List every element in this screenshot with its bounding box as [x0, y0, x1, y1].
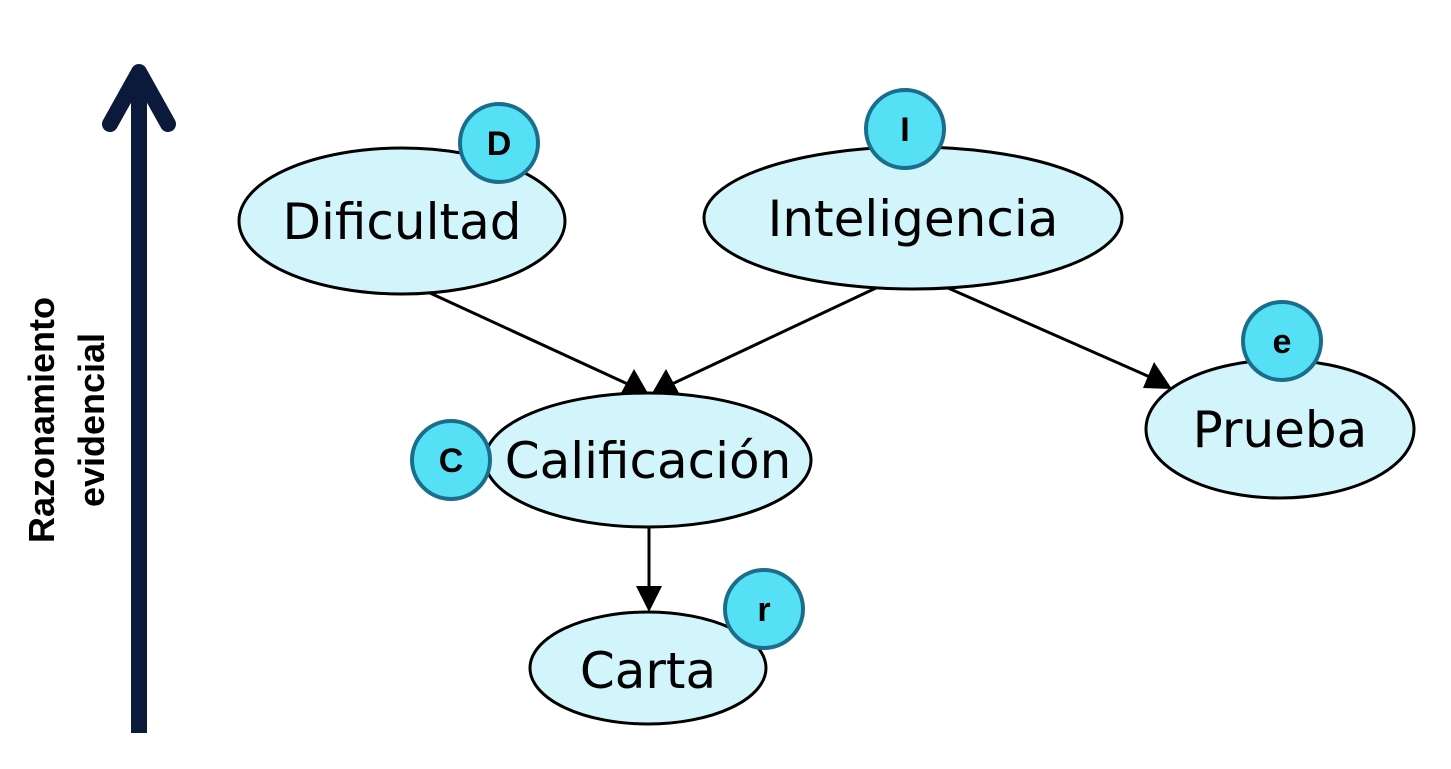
node-label: Dificultad [283, 193, 522, 251]
edge-dificultad-calificacion [429, 291, 646, 394]
node-inteligencia[interactable]: Inteligencia I [702, 88, 1124, 291]
arrowhead-calificacion-from-dificultad [621, 369, 649, 395]
badge-circle [458, 102, 540, 184]
node-carta[interactable]: Carta r [528, 568, 805, 726]
arrowhead-carta [636, 586, 662, 612]
node-label: Inteligencia [768, 190, 1059, 248]
edge-inteligencia-prueba [947, 286, 1169, 387]
axis-arrow-head [102, 64, 176, 132]
node-ellipse [237, 146, 567, 296]
arrowhead-calificacion-from-inteligencia [651, 369, 679, 395]
edge-inteligencia-calificacion [654, 286, 877, 394]
badge-circle [410, 419, 492, 501]
badge-circle [723, 568, 805, 650]
badge-label: r [757, 591, 770, 629]
badge-label: e [1273, 323, 1292, 361]
arrowhead-prueba [1143, 362, 1172, 389]
node-dificultad[interactable]: Dificultad D [237, 102, 567, 296]
edge-arrowheads [621, 362, 1172, 612]
badge-circle [1241, 300, 1323, 382]
node-label: Carta [580, 642, 716, 700]
evidential-reasoning-axis: Razonamiento evidencial [21, 64, 176, 733]
edges [429, 286, 1169, 608]
node-calificacion[interactable]: Calificación C [410, 391, 813, 529]
badge-label: D [487, 125, 512, 163]
axis-label-line1: Razonamiento [21, 297, 62, 543]
axis-label-line2: evidencial [71, 333, 112, 507]
badge-label: I [900, 111, 909, 149]
badge-label: C [439, 442, 464, 480]
badge-circle [864, 88, 946, 170]
node-label: Prueba [1193, 401, 1368, 459]
node-ellipse [528, 610, 768, 726]
node-prueba[interactable]: Prueba e [1144, 300, 1416, 500]
node-label: Calificación [505, 432, 792, 490]
